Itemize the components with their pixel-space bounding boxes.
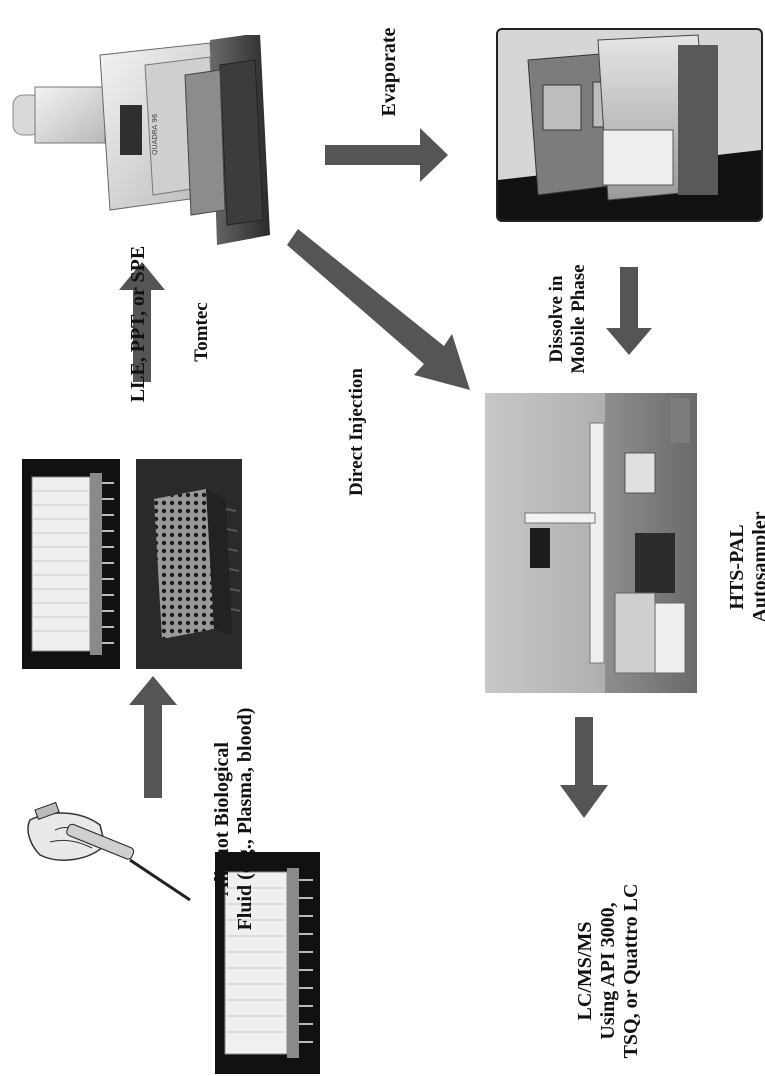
label-evaporate: Evaporate <box>378 17 402 127</box>
label-lle-ppt-spe: LLE, PPT, or SPE <box>127 229 151 419</box>
label-direct-injection: Direct Injection <box>346 357 370 507</box>
label-lcms: LC/MS/MS Using API 3000, TSQ, or Quattro… <box>574 866 646 1076</box>
label-tomtec: Tomtec <box>191 292 215 372</box>
label-dissolve: Dissolve in Mobile Phase <box>546 244 594 394</box>
label-hts-pal: HTS-PAL Autosampler <box>726 502 765 632</box>
arrow-direct-injection <box>287 229 470 390</box>
label-aliquot: Aliquot Biological Fluid (e.g., Plasma, … <box>211 694 259 944</box>
arrow-to-autosampler <box>606 267 652 355</box>
arrow-to-lcms <box>560 717 608 818</box>
arrow-to-evaporate <box>325 128 448 182</box>
arrow-to-plates <box>129 676 177 798</box>
